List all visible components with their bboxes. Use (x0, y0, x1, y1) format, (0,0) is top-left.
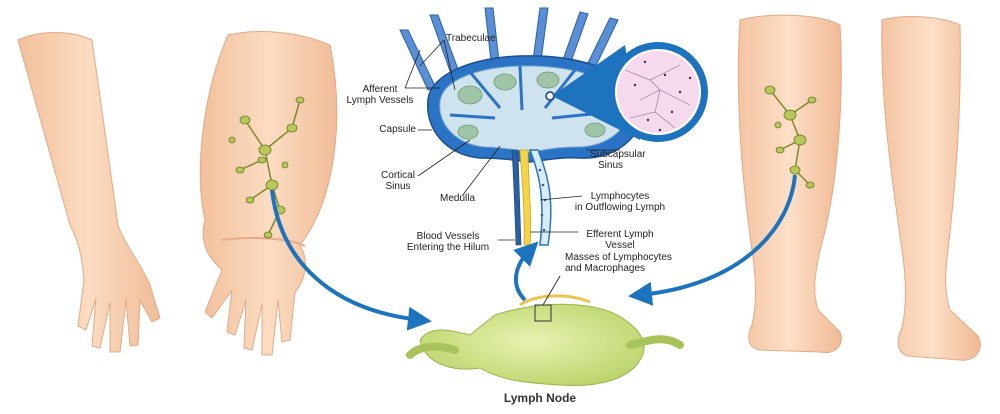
normal-leg (881, 16, 981, 361)
arrow-arm-to-node (270, 189, 432, 331)
label-efferent-lymph-vessel: Efferent Lymph Vessel (586, 229, 654, 251)
arrow-node-up (513, 241, 539, 302)
swollen-arm (199, 31, 338, 356)
label-lymphocytes-outflowing: Lymphocytes in Outflowing Lymph (574, 191, 666, 213)
label-blood-vessels-hilum: Blood Vessels Entering the Hilum (406, 231, 490, 253)
label-afferent-lymph-vessels: Afferent Lymph Vessels (346, 84, 414, 106)
label-trabeculae: Trabeculae (446, 33, 496, 44)
label-medulla: Medulla (440, 193, 476, 204)
label-lymph-node-title: Lymph Node (503, 391, 577, 405)
label-cortical-sinus: Cortical Sinus (381, 170, 415, 192)
lymph-node-external (406, 275, 684, 387)
label-capsule: Capsule (379, 124, 416, 135)
arrow-leg-to-node (628, 174, 797, 306)
swollen-leg (737, 14, 842, 354)
zoom-bubble (552, 42, 708, 142)
leg-lymph-network (764, 85, 817, 189)
normal-arm (17, 32, 161, 353)
label-masses-lymphocytes: Masses of Lymphocytes and Macrophages (565, 252, 672, 274)
label-subcapsular-sinus: Subcapsular Sinus (590, 149, 646, 171)
arrows (270, 174, 797, 331)
leader-lines (404, 39, 620, 241)
